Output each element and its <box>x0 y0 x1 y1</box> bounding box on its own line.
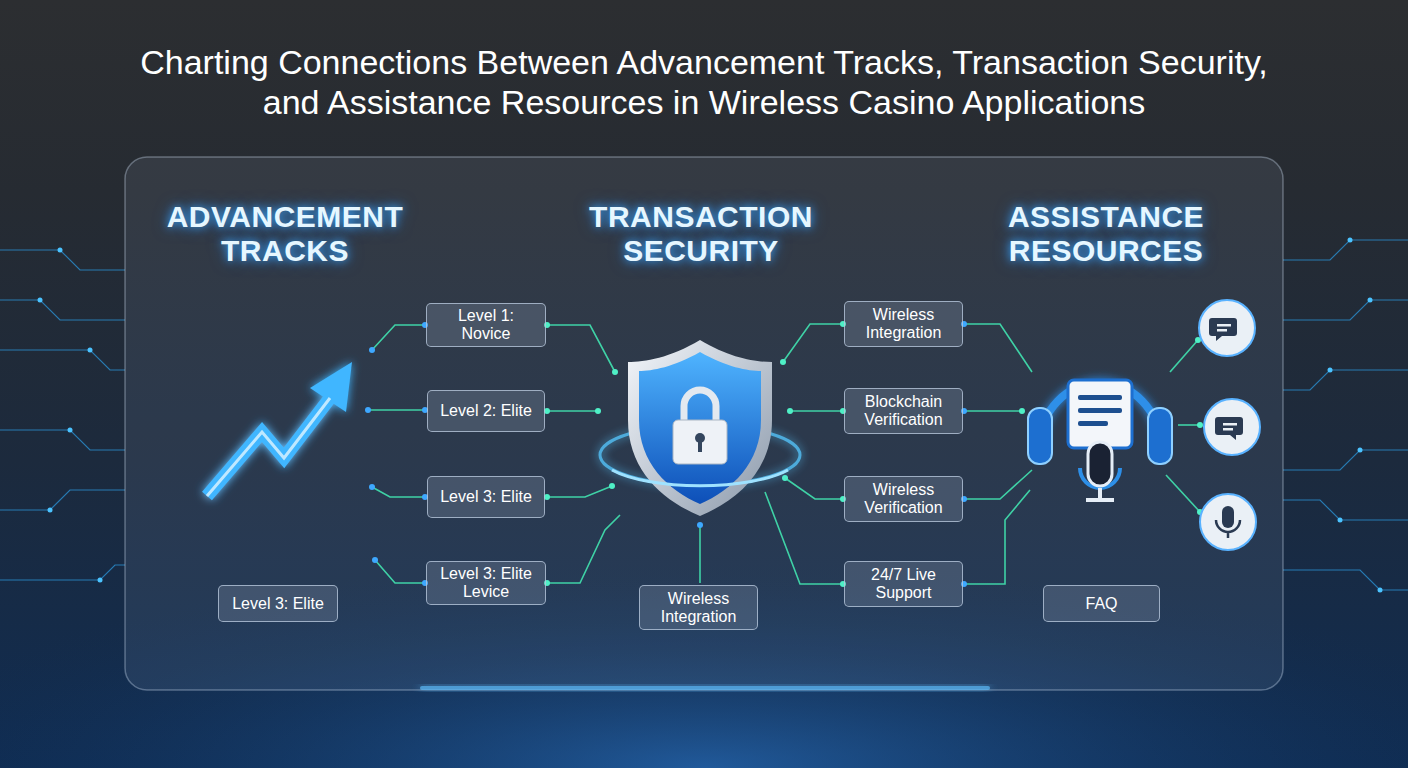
box-label: Wireless Verification <box>850 481 957 517</box>
label-box: Wireless Integration <box>639 585 758 630</box>
box-label: Level 2: Elite <box>440 402 532 420</box>
box-label: FAQ <box>1085 595 1117 613</box>
box-label: Wireless Integration <box>645 590 752 626</box>
section-header: TRANSACTION SECURITY <box>551 200 851 268</box>
box-label: 24/7 Live Support <box>850 566 957 602</box>
label-box: 24/7 Live Support <box>844 561 963 607</box>
box-label: Level 3: Elite <box>232 595 324 613</box>
label-box: Level 2: Elite <box>427 390 545 432</box>
label-box: Wireless Integration <box>844 301 963 347</box>
box-label: Level 3: Elite <box>440 488 532 506</box>
box-label: Level 3: Elite Levice <box>432 565 540 601</box>
support-headset <box>1028 380 1172 500</box>
chat-icons <box>1199 300 1260 550</box>
label-box: Level 3: Elite <box>427 476 545 518</box>
label-box: Level 1: Novice <box>426 303 546 347</box>
box-label: Wireless Integration <box>850 306 957 342</box>
box-label: Blockchain Verification <box>850 393 957 429</box>
diagram-title: Charting Connections Between Advancement… <box>124 42 1284 122</box>
label-box: Blockchain Verification <box>844 388 963 434</box>
growth-arrow <box>207 362 352 496</box>
label-box: FAQ <box>1043 585 1160 622</box>
security-shield <box>600 340 800 516</box>
label-box: Wireless Verification <box>844 476 963 522</box>
section-header: ADVANCEMENT TRACKS <box>135 200 435 268</box>
box-label: Level 1: Novice <box>432 307 540 343</box>
section-header: ASSISTANCE RESOURCES <box>956 200 1256 268</box>
label-box: Level 3: Elite Levice <box>426 561 546 605</box>
label-box: Level 3: Elite <box>218 585 338 622</box>
